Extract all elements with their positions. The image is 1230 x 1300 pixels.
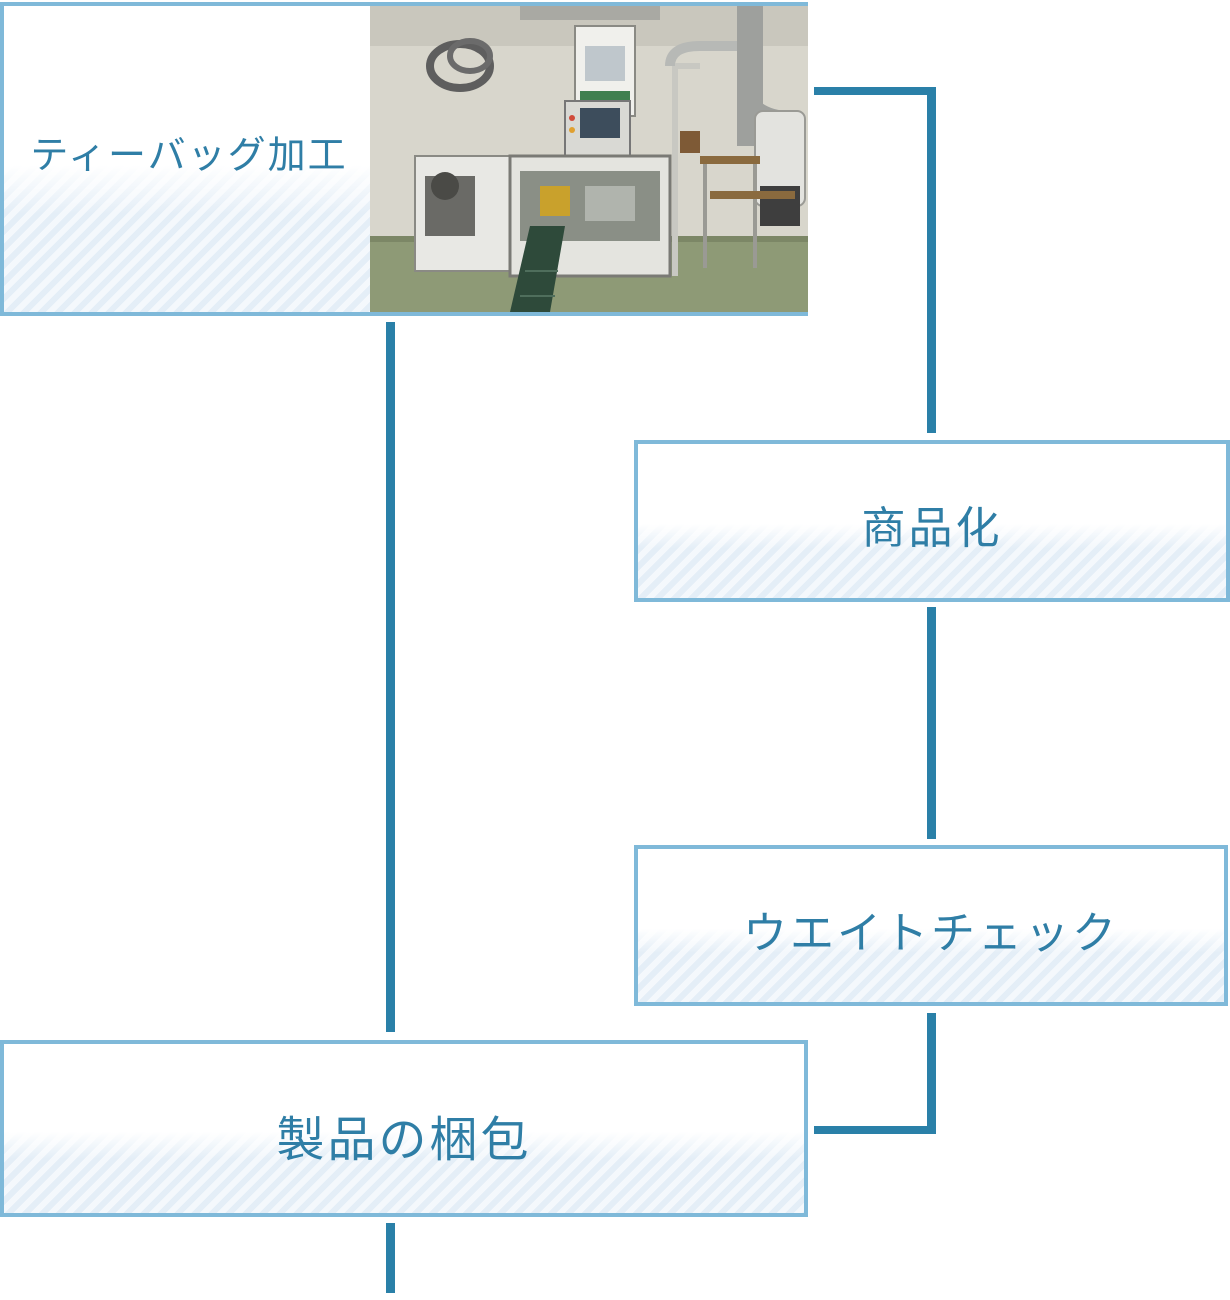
connector-product-weight: [927, 607, 936, 839]
connector-weight-pack-v: [927, 1013, 936, 1134]
connector-right-top-v: [927, 87, 936, 433]
connector-right-top-h: [814, 87, 936, 95]
step-box-teabag: ティーバッグ加工: [0, 2, 808, 316]
connector-left-main: [386, 322, 395, 1032]
machine-photo: [370, 6, 808, 312]
machine-illustration: [370, 6, 808, 312]
step-label-product: 商品化: [861, 503, 1003, 554]
step-label-packing: 製品の梱包: [276, 1112, 532, 1168]
step-box-packing: 製品の梱包: [0, 1040, 808, 1217]
step-label-weight-check: ウエイトチェック: [743, 908, 1119, 959]
step-label-teabag: ティーバッグ加工: [30, 133, 348, 177]
step-box-weight-check: ウエイトチェック: [634, 845, 1228, 1006]
connector-bottom-out: [386, 1223, 395, 1293]
step-box-product: 商品化: [634, 440, 1230, 602]
connector-weight-pack-h: [814, 1126, 936, 1134]
